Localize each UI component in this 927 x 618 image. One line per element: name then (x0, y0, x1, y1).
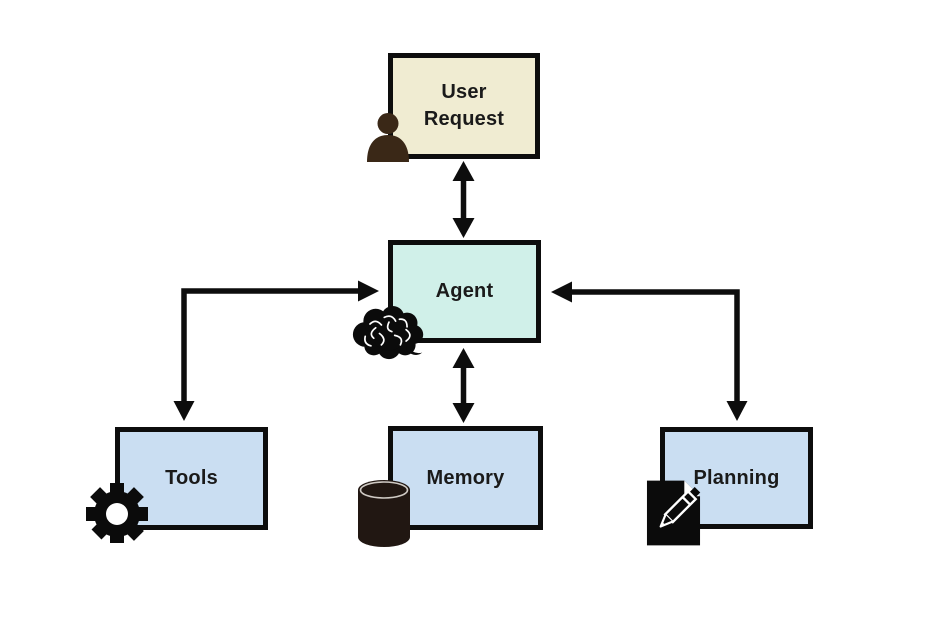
edge-user-request-agent (452, 161, 475, 238)
node-planning-label: Planning (693, 466, 780, 489)
node-tools-label: Tools (165, 467, 218, 489)
database-icon (358, 480, 410, 547)
edge-agent-planning (551, 281, 748, 421)
edge-agent-memory (452, 348, 475, 423)
node-user-request: User Request (367, 53, 540, 162)
node-tools: Tools (86, 427, 268, 543)
node-memory-label: Memory (426, 466, 505, 489)
document-pencil-icon (646, 480, 701, 546)
person-icon (367, 113, 409, 162)
edge-agent-tools (173, 280, 379, 421)
gear-icon (86, 483, 148, 543)
node-memory: Memory (358, 426, 543, 547)
brain-icon (352, 305, 424, 360)
node-planning: Planning (646, 427, 813, 546)
node-agent-label: Agent (435, 280, 494, 302)
node-user-request-label: User Request (423, 81, 505, 130)
node-agent: Agent (352, 240, 541, 360)
